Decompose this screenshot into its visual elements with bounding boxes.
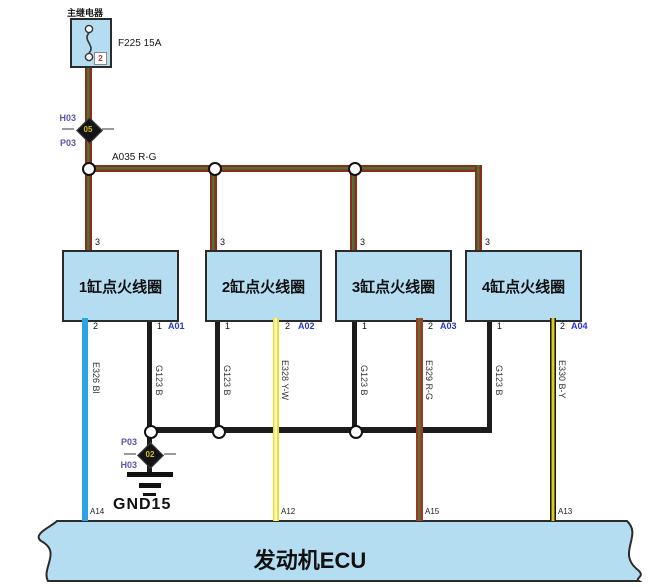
fuse-label: F225 15A [118, 38, 162, 49]
wire-a035-drop-coil2 [210, 165, 217, 250]
ground-label: GND15 [113, 496, 172, 513]
ground-bar-3 [143, 493, 156, 496]
ecu-pin-a14: A14 [90, 507, 105, 516]
coil3-label: 3缸点火线圈 [351, 278, 436, 296]
wire-a035-drop-coil4 [475, 165, 482, 250]
coil2-pin-a02: A02 [298, 321, 315, 331]
wire-g123-coil3 [352, 318, 357, 433]
relay-title: 主继电器 [67, 8, 104, 18]
coil2-label: 2缸点火线圈 [221, 278, 306, 296]
wire-label-g123-3: G123 B [359, 365, 369, 396]
ground-bar-2 [139, 483, 161, 488]
junction-dot [82, 162, 96, 176]
connector-label-p03-bottom: P03 [120, 437, 137, 447]
wire-g123-coil4 [487, 318, 492, 433]
coil4-box: 4缸点火线圈 [465, 250, 582, 322]
coil1-terminal-3: 3 [95, 237, 101, 247]
coil3-terminal-3: 3 [360, 237, 366, 247]
coil1-terminal-2: 2 [93, 321, 99, 331]
wire-e329-red-green [416, 318, 423, 521]
coil1-pin-a01: A01 [168, 321, 185, 331]
connector-label-h03-bottom: H03 [120, 460, 137, 470]
junction-dot [144, 425, 158, 439]
junction-dot [348, 162, 362, 176]
junction-dot [212, 425, 226, 439]
coil3-terminal-1: 1 [362, 321, 368, 331]
coil2-terminal-1: 1 [225, 321, 231, 331]
wire-a035-feed [85, 64, 92, 250]
coil1-terminal-1: 1 [157, 321, 163, 331]
wire-label-e330: E330 B-Y [557, 360, 567, 399]
bus-wire-label: A035 R-G [112, 152, 157, 163]
wire-e330-black-yellow [550, 318, 556, 521]
connector-dash [124, 453, 136, 455]
coil4-terminal-2: 2 [560, 321, 566, 331]
wire-a035-bus [85, 165, 482, 172]
coil3-box: 3缸点火线圈 [335, 250, 452, 322]
wire-label-g123-4: G123 B [494, 365, 504, 396]
junction-dot [349, 425, 363, 439]
coil2-terminal-2: 2 [285, 321, 291, 331]
wire-g123-coil2 [215, 318, 220, 433]
wire-label-e329: E329 R-G [424, 360, 434, 401]
wire-e328-yellow-white [273, 318, 279, 521]
junction-dot [208, 162, 222, 176]
connector-label-p03: P03 [59, 138, 76, 148]
coil4-terminal-1: 1 [497, 321, 503, 331]
ecu-title: 发动机ECU [253, 548, 367, 573]
coil3-terminal-2: 2 [428, 321, 434, 331]
connector-dash [164, 453, 176, 455]
ecu-pin-a15: A15 [425, 507, 440, 516]
coil1-label: 1缸点火线圈 [78, 278, 163, 296]
ecu-pin-a13: A13 [558, 507, 573, 516]
wire-e326-blue [82, 318, 88, 521]
ecu-pin-a12: A12 [281, 507, 296, 516]
coil2-box: 2缸点火线圈 [205, 250, 322, 322]
inline-connector-02-code: 02 [145, 450, 155, 459]
wire-a035-drop-coil3 [350, 165, 357, 250]
connector-label-h03: H03 [59, 113, 76, 123]
coil4-terminal-3: 3 [485, 237, 491, 247]
relay-terminal-label: 2 [94, 52, 107, 65]
coil2-terminal-3: 3 [220, 237, 226, 247]
wire-g123-coil1 [147, 318, 152, 474]
wire-g123-ground-bus [147, 427, 492, 433]
ground-bar-1 [127, 472, 173, 477]
wire-label-g123-1: G123 B [154, 365, 164, 396]
coil1-box: 1缸点火线圈 [62, 250, 179, 322]
wire-label-e326: E326 Bl [91, 362, 101, 394]
coil4-pin-a04: A04 [571, 321, 588, 331]
inline-connector-05-code: 05 [83, 125, 93, 134]
coil3-pin-a03: A03 [440, 321, 457, 331]
wire-label-e328: E328 Y-W [280, 360, 290, 401]
connector-dash [62, 128, 74, 130]
wire-label-g123-2: G123 B [222, 365, 232, 396]
connector-dash [102, 128, 114, 130]
coil4-label: 4缸点火线圈 [481, 278, 566, 296]
